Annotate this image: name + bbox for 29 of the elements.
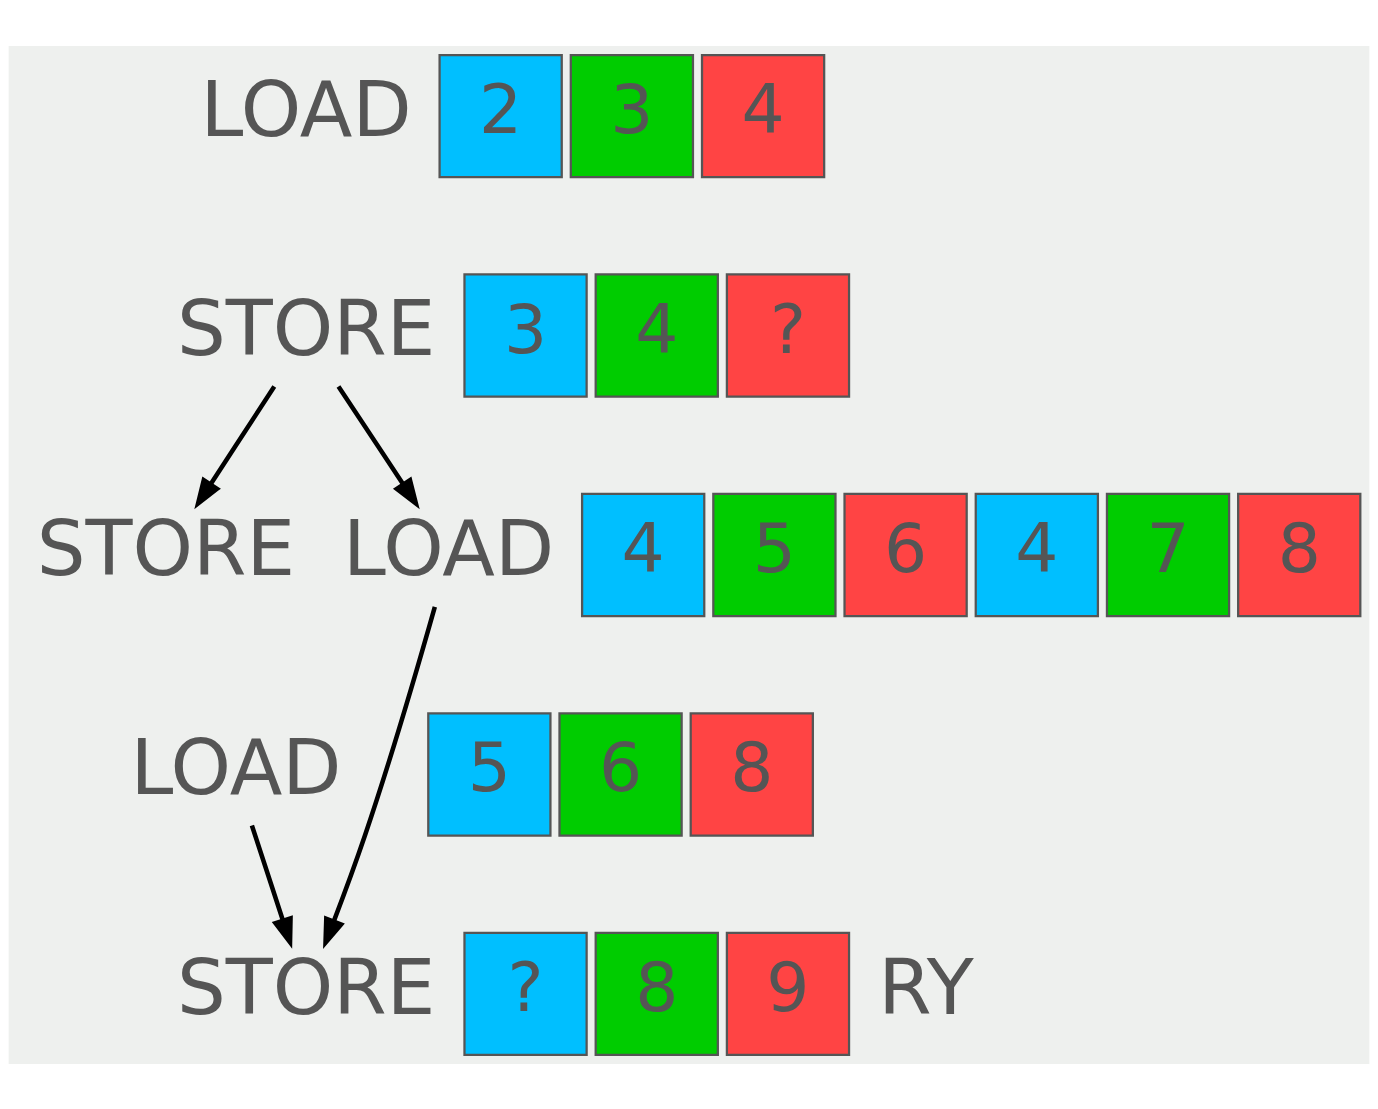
node-box: 4: [700, 53, 826, 178]
node-box: 4: [581, 492, 706, 617]
node-box: 8: [689, 711, 814, 837]
arrow: [194, 384, 277, 509]
node-box: 7: [1105, 492, 1231, 617]
node-text: STORE: [176, 283, 436, 373]
node-box: 4: [974, 492, 1100, 617]
label: RY: [878, 942, 974, 1032]
node-text: STORE: [176, 942, 436, 1032]
node-text: LOAD: [200, 64, 412, 154]
node-box: 6: [558, 711, 683, 837]
node-box: 8: [594, 931, 719, 1056]
node-box: 2: [438, 53, 563, 178]
node-box: 9: [725, 931, 851, 1056]
node-box: 5: [712, 492, 837, 617]
arrow: [323, 605, 437, 949]
node-text: LOAD: [130, 722, 342, 812]
node-text: LOAD: [343, 503, 555, 593]
node-box: 3: [463, 272, 588, 398]
node-text: STORE: [36, 503, 296, 593]
node-box: ?: [463, 931, 588, 1056]
node-box: 6: [843, 492, 968, 617]
node-box: 4: [594, 272, 719, 398]
node-box: 8: [1237, 492, 1362, 617]
node-box: 5: [427, 711, 552, 837]
node-box: 3: [569, 53, 695, 178]
arrow: [249, 824, 293, 949]
node-box: ?: [725, 272, 851, 398]
arrow: [336, 384, 420, 509]
